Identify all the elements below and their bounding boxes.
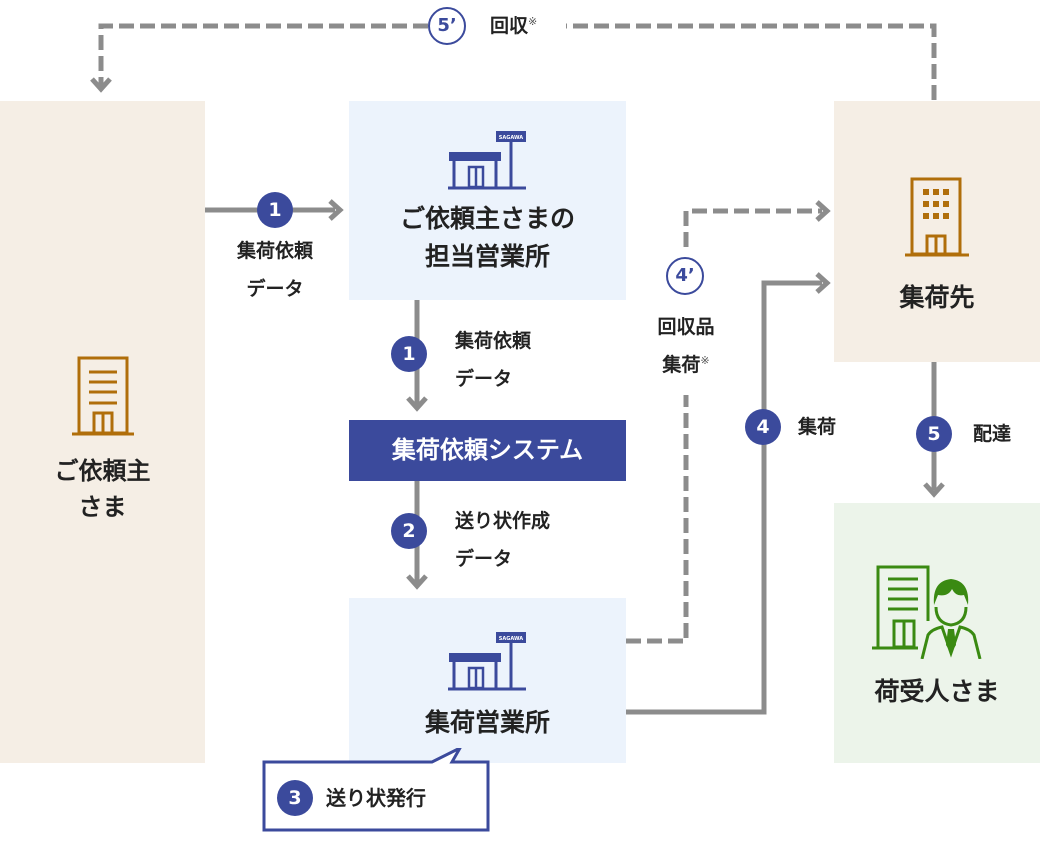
step-3-badge: 3 <box>277 780 313 816</box>
sagawa-branch-icon: SAGAWA <box>448 131 526 190</box>
pickup-location-box <box>834 101 1040 362</box>
step-3-label: 送り状発行 <box>326 786 426 810</box>
arrow-5prime-return-left <box>98 23 428 86</box>
client-branch-label-line1: ご依頼主さまの <box>399 204 575 233</box>
sagawa-sign-text: SAGAWA <box>499 135 524 141</box>
arrow-4prime-collect <box>626 395 689 644</box>
step-4prime-label-line2: 集荷※ <box>630 346 742 384</box>
step-1-label-line1: 集荷依頼 <box>236 240 313 262</box>
step-1-vertical-label: 集荷依頼 データ <box>455 322 531 398</box>
arrowhead <box>328 199 344 221</box>
recipient-box <box>834 503 1040 763</box>
step-5prime-label-text: 回収 <box>490 15 529 37</box>
step-4-label: 集荷 <box>798 416 837 438</box>
step-4prime-badge: 4’ <box>666 257 704 295</box>
invoice-callout <box>262 748 490 832</box>
pickup-request-system: 集荷依頼システム <box>349 420 626 481</box>
note-mark: ※ <box>700 354 710 367</box>
arrowhead <box>406 396 428 412</box>
arrow-4-pickup <box>626 280 822 715</box>
pickup-branch-box <box>349 598 626 763</box>
step-2-label-line2: データ <box>455 548 513 570</box>
client-label-line2: さま <box>78 493 127 521</box>
client-branch-box <box>349 101 626 300</box>
office-building-icon <box>72 356 134 436</box>
sagawa-branch-icon: SAGAWA <box>448 632 526 691</box>
step-2-badge: 2 <box>391 513 427 549</box>
recipient-label: 荷受人さま <box>874 677 1000 706</box>
arrowhead <box>815 272 831 294</box>
client-label-line1: ご依頼主 <box>54 457 151 485</box>
step-1-badge: 1 <box>257 192 293 228</box>
sagawa-sign-text: SAGAWA <box>499 636 524 642</box>
step-4prime-label: 回収品 集荷※ <box>630 308 742 384</box>
arrowhead <box>815 200 831 222</box>
step-5-label: 配達 <box>973 423 1012 445</box>
pickup-branch-label: 集荷営業所 <box>424 708 550 737</box>
pickup-location-label: 集荷先 <box>899 283 975 312</box>
step-5prime-badge: 5’ <box>428 7 466 45</box>
step-1-badge-vertical: 1 <box>391 336 427 372</box>
arrowhead <box>923 482 945 498</box>
step-1-vertical-label-line1: 集荷依頼 <box>455 330 532 352</box>
arrowhead <box>406 574 428 590</box>
step-1-label-line2: データ <box>246 278 304 300</box>
step-4-badge: 4 <box>745 409 781 445</box>
arrow-4prime-collect-upper <box>683 208 822 247</box>
client-branch-label-line2: 担当営業所 <box>424 242 550 271</box>
step-1-label: 集荷依頼 データ <box>210 232 340 308</box>
arrowhead <box>90 77 112 93</box>
step-4prime-label-text: 集荷 <box>662 354 701 376</box>
step-5prime-label: 回収※ <box>490 10 537 42</box>
arrow-5prime-return <box>566 23 937 100</box>
step-1-vertical-label-line2: データ <box>455 368 513 390</box>
note-mark: ※ <box>528 15 538 28</box>
step-4prime-label-line1: 回収品 <box>657 316 715 338</box>
building-windows-icon <box>905 177 969 257</box>
client-branch-label: ご依頼主さまの 担当営業所 <box>349 200 626 276</box>
step-2-label: 送り状作成 データ <box>455 502 550 578</box>
step-5-badge: 5 <box>916 416 952 452</box>
building-person-icon <box>872 565 982 659</box>
client-label: ご依頼主 さま <box>0 453 205 525</box>
step-2-label-line1: 送り状作成 <box>455 510 551 532</box>
